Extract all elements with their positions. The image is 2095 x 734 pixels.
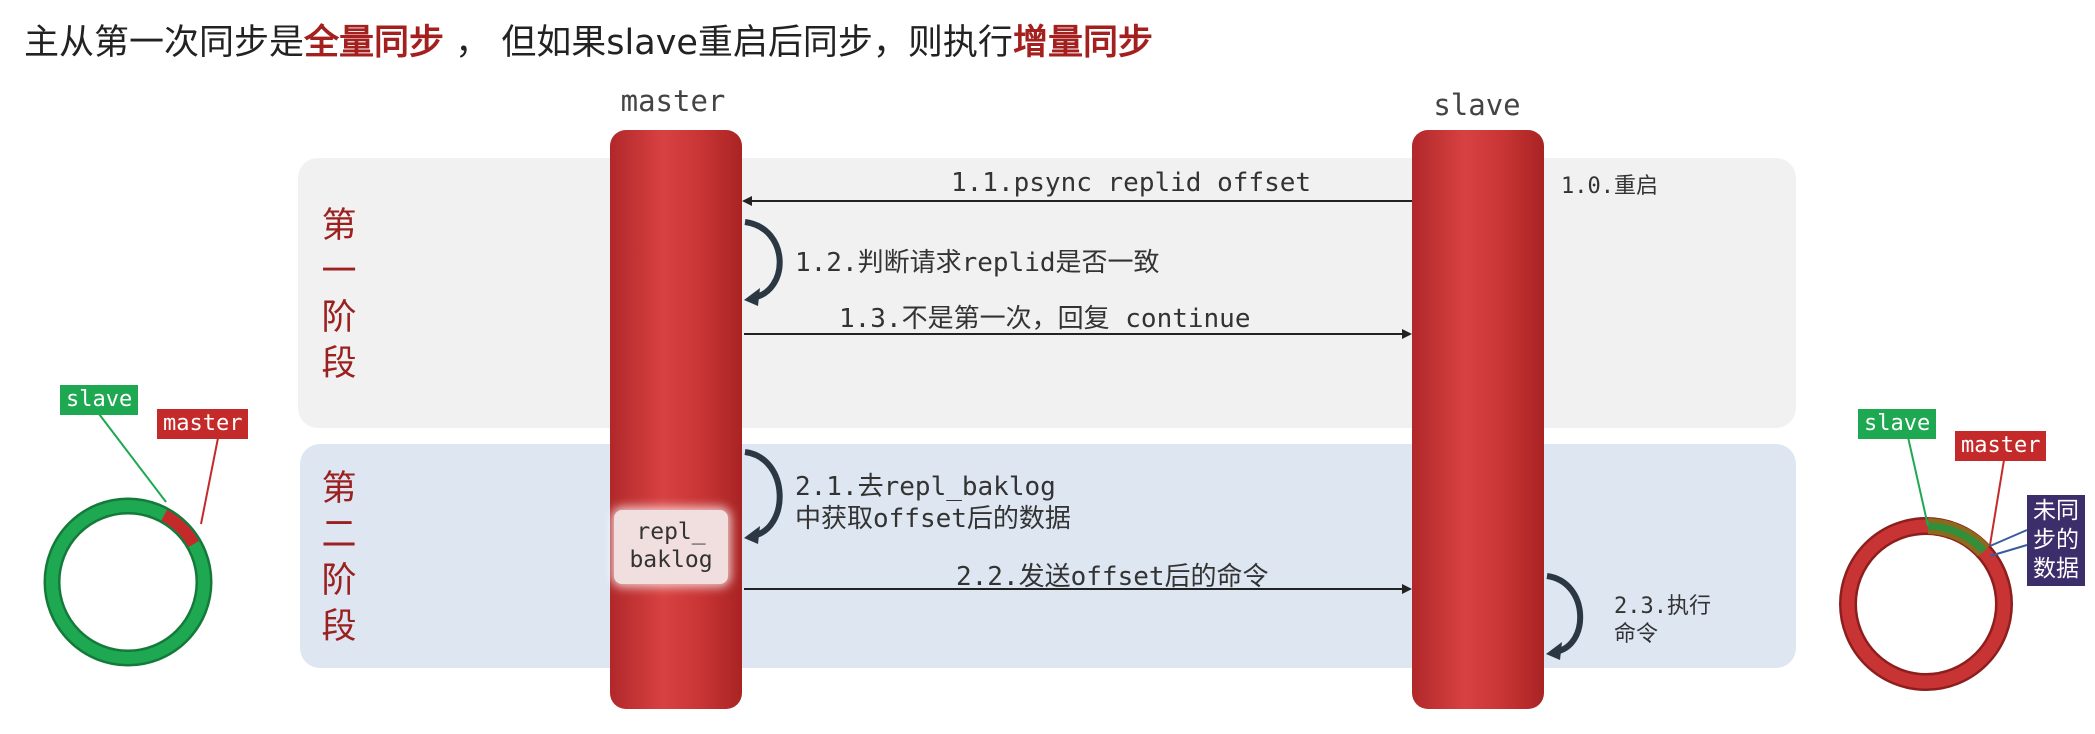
- curved-arrow-icon: [744, 449, 783, 544]
- phase2-panel: [300, 444, 1796, 668]
- repl-baklog-box: repl_ baklog: [614, 510, 728, 584]
- master-lifeline: [610, 130, 742, 709]
- slave-title: slave: [1433, 88, 1521, 122]
- right-master-tag: master: [1955, 431, 2047, 461]
- step-2-1-line1: 2.1.去repl_baklog: [795, 472, 1056, 502]
- curved-arrow-icon: [1546, 573, 1584, 660]
- step-1-0-label: 1.0.重启: [1561, 174, 1658, 199]
- step-1-1-label: 1.1.psync replid offset: [951, 168, 1312, 198]
- phase2-label: 第二阶段: [321, 469, 357, 647]
- step-1-2-label: 1.2.判断请求replid是否一致: [795, 248, 1160, 278]
- phase1-label: 第一阶段: [321, 206, 357, 384]
- headline: 主从第一次同步是全量同步 ， 但如果slave重启后同步，则执行增量同步: [24, 14, 1153, 65]
- unsynced-data-label: 未同步的数据: [2027, 495, 2085, 586]
- slave-lifeline: [1412, 130, 1544, 709]
- right-ring-buffer: [1839, 436, 2028, 691]
- headline-middle: ， 但如果slave重启后同步，则执行: [444, 23, 1013, 63]
- left-master-tag: master: [157, 409, 249, 439]
- step-1-3-label: 1.3.不是第一次，回复 continue: [839, 304, 1251, 334]
- repl-baklog-line2: baklog: [629, 547, 713, 573]
- repl-baklog-line1: repl_: [636, 519, 706, 545]
- left-slave-tag: slave: [60, 385, 139, 415]
- master-title: master: [620, 84, 726, 118]
- headline-full-sync: 全量同步: [304, 23, 445, 63]
- headline-incremental-sync: 增量同步: [1012, 23, 1153, 63]
- step-2-3-line1: 2.3.执行: [1614, 594, 1711, 619]
- curved-arrow-icon: [744, 219, 783, 306]
- step-2-3-line2: 命令: [1614, 622, 1659, 647]
- left-ring-buffer: [43, 409, 219, 667]
- step-2-2-label: 2.2.发送offset后的命令: [956, 562, 1269, 592]
- step-2-1-line2: 中获取offset后的数据: [795, 504, 1071, 534]
- phase1-panel: [298, 158, 1796, 428]
- right-slave-tag: slave: [1858, 409, 1937, 439]
- headline-prefix: 主从第一次同步是: [24, 23, 305, 63]
